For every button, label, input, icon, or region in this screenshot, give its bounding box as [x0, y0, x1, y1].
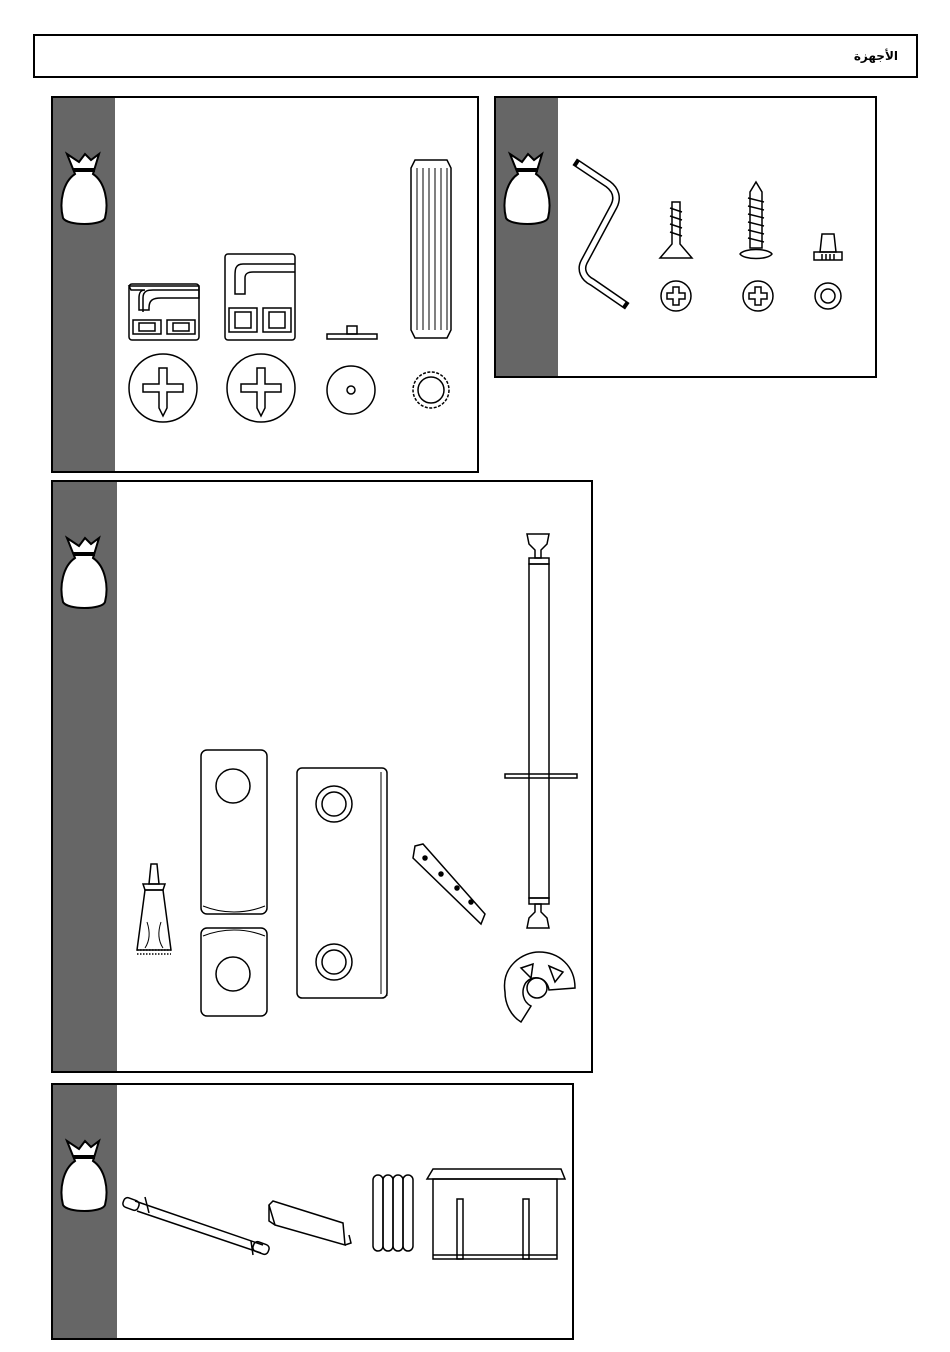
cam-fitting-large-icon	[225, 254, 295, 340]
flat-head-screw-icon	[660, 202, 692, 311]
nail-strip-icon	[413, 844, 485, 924]
header-box: الأجهزة	[33, 34, 918, 78]
hardware-panel-2	[494, 96, 877, 378]
disc-washer-side-icon	[327, 326, 377, 339]
phillips-screw-head-icon	[129, 354, 197, 422]
dowel-end-icon	[413, 372, 449, 408]
shelf-clip-icon	[269, 1201, 351, 1245]
glue-tube-icon	[137, 864, 171, 954]
hardware-panel-4	[51, 1083, 574, 1340]
bag-icon	[62, 1141, 107, 1211]
bag-icon	[62, 538, 107, 608]
cam-fitting-small-icon	[129, 284, 199, 340]
panel-4-drawing	[53, 1085, 576, 1342]
washer-top-icon	[327, 366, 375, 414]
bumper-pads-icon	[373, 1175, 413, 1251]
small-bolt-icon	[814, 234, 842, 309]
panel-3-drawing	[53, 482, 595, 1075]
panel-1-drawing	[53, 98, 481, 475]
page-title: الأجهزة	[854, 49, 898, 63]
hardware-panel-3	[51, 480, 593, 1073]
mounting-plate-icon	[297, 768, 387, 998]
pan-head-screw-icon	[740, 182, 773, 311]
panel-2-drawing	[496, 98, 879, 380]
allen-key-icon	[578, 164, 624, 304]
wood-dowel-icon	[411, 160, 451, 338]
bag-icon	[505, 154, 550, 224]
phillips-screw-head-icon	[227, 354, 295, 422]
drawer-tray-icon	[427, 1169, 565, 1259]
bag-icon	[62, 154, 107, 224]
hardware-panel-1	[51, 96, 479, 473]
towel-bar-icon	[122, 1197, 270, 1256]
door-hinge-plate-icon	[201, 750, 267, 1016]
rod-bracket-icon	[505, 952, 575, 1022]
shelf-rod-icon	[505, 534, 577, 928]
